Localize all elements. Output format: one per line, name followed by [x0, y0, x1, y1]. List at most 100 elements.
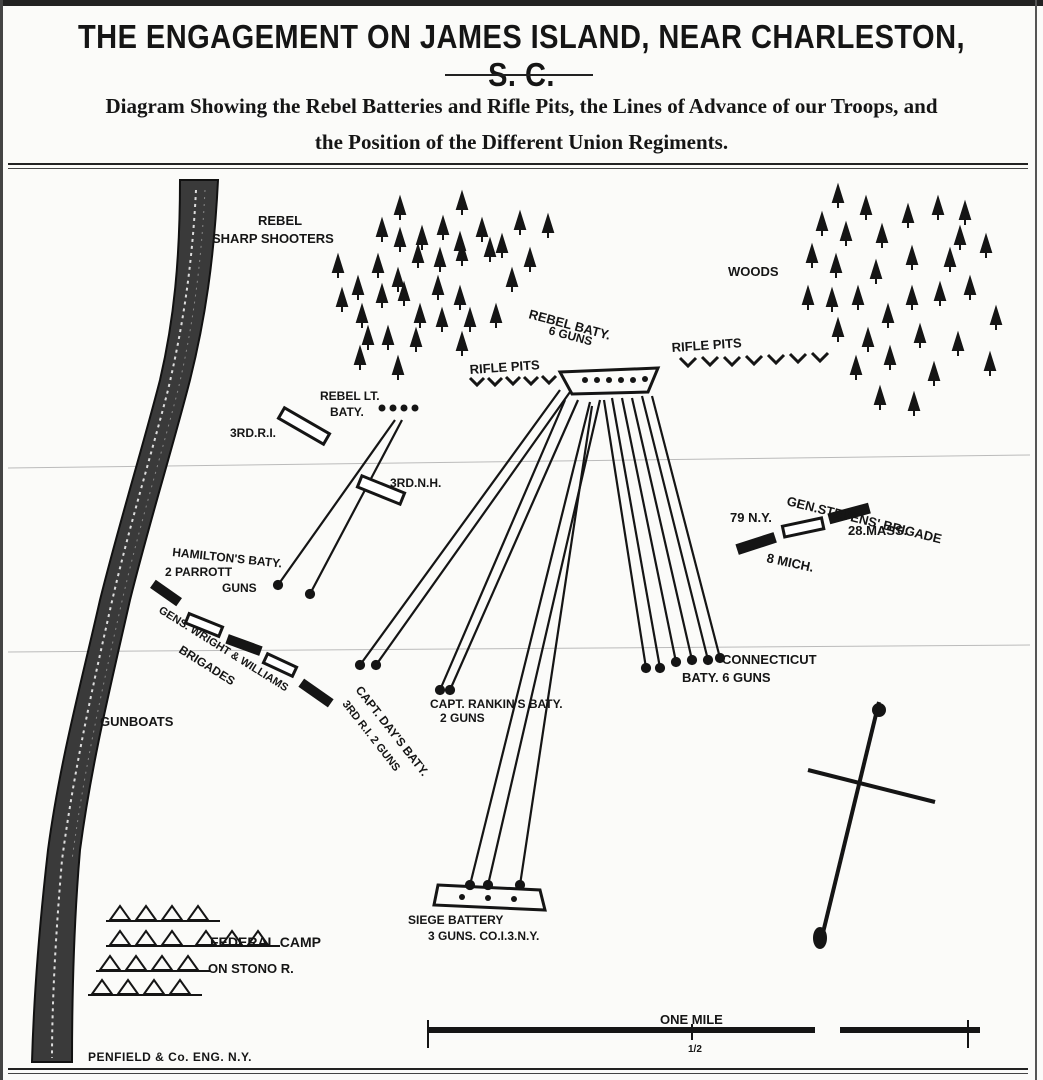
tree-symbol [805, 242, 819, 268]
tree-symbol [933, 280, 947, 306]
label-28-mass: 28.MASS. [848, 523, 907, 538]
fold-line [7, 454, 1031, 469]
tree-symbol [415, 224, 429, 250]
tree-symbol [849, 354, 863, 380]
tree-symbol [901, 202, 915, 228]
tree-symbol [475, 216, 489, 242]
tree-symbol [907, 390, 921, 416]
advance-line [309, 419, 403, 595]
label-capt-rankins-baty: CAPT. RANKIN'S BATY. [430, 697, 563, 711]
advance-line [518, 405, 594, 886]
tree-symbol [513, 209, 527, 235]
tree-symbol [361, 324, 375, 350]
rifle-pits-right [678, 351, 830, 369]
label-rifle-pits-right: RIFLE PITS [671, 335, 742, 355]
footer-rule-thin [8, 1073, 1028, 1074]
subtitle-line-2: the Position of the Different Union Regi… [314, 130, 729, 154]
tent-icon [150, 954, 174, 971]
tent-icon [168, 978, 192, 995]
regiment-3rd-nh [355, 473, 407, 507]
gun-position-marker [434, 684, 446, 696]
tent-icon [160, 904, 184, 921]
tree-symbol [431, 274, 445, 300]
tree-symbol [523, 246, 537, 272]
tree-symbol [859, 194, 873, 220]
regiment-28-mass [827, 502, 871, 525]
tent-icon [116, 978, 140, 995]
tree-symbol [829, 252, 843, 278]
label-rifle-pits-left: RIFLE PITS [469, 357, 540, 377]
rebel-light-battery [378, 404, 419, 412]
tree-symbol [435, 306, 449, 332]
compass-rose [807, 701, 936, 949]
tree-symbol [983, 350, 997, 376]
tree-symbol [375, 216, 389, 242]
tent-icon [134, 929, 158, 946]
advance-line [640, 395, 710, 661]
tree-symbol [505, 266, 519, 292]
tree-symbol [801, 284, 815, 310]
tree-symbol [825, 286, 839, 312]
gun-position-marker [670, 656, 682, 668]
gun-position-marker [354, 659, 366, 671]
gun-position-marker [714, 652, 726, 664]
tree-symbol [873, 384, 887, 410]
label-79-ny: 79 N.Y. [730, 510, 772, 525]
label-gunboats: GUNBOATS [100, 714, 174, 729]
advance-line [438, 399, 567, 691]
footer-rule [8, 1068, 1028, 1070]
tree-symbol [839, 220, 853, 246]
label-capt-rankins-guns: 2 GUNS [440, 711, 485, 725]
tree-symbol [979, 232, 993, 258]
tent-icon [124, 954, 148, 971]
advance-line [620, 397, 678, 663]
tree-symbol [353, 344, 367, 370]
subtitle-line-1: Diagram Showing the Rebel Batteries and … [105, 94, 938, 118]
tree-symbol [905, 284, 919, 310]
advance-line [486, 399, 602, 886]
tree-symbol [393, 226, 407, 252]
tree-symbol [391, 266, 405, 292]
regiment-79-ny [735, 532, 777, 555]
tree-symbol [881, 302, 895, 328]
tree-symbol [927, 360, 941, 386]
advance-line [448, 399, 580, 691]
tent-icon [186, 904, 210, 921]
label-hamiltons-parrott: 2 PARROTT [165, 565, 233, 579]
tree-symbol [391, 354, 405, 380]
label-on-stono: ON STONO R. [208, 961, 294, 976]
right-border [1035, 0, 1037, 1080]
tree-symbol [413, 302, 427, 328]
tree-symbol [455, 330, 469, 356]
tent-icon [134, 904, 158, 921]
top-border [0, 0, 1043, 6]
tree-symbol [958, 199, 972, 225]
tree-symbol [331, 252, 345, 278]
label-woods: WOODS [728, 264, 779, 279]
tree-symbol [371, 252, 385, 278]
regiment-3rd-ri [276, 405, 332, 447]
tree-symbol [953, 224, 967, 250]
tree-symbol [335, 286, 349, 312]
label-connecticut-baty: BATY. 6 GUNS [682, 670, 771, 685]
advance-line [375, 391, 571, 666]
label-one-mile: ONE MILE [660, 1012, 723, 1027]
label-3rd-nh: 3RD.N.H. [390, 476, 441, 490]
left-border [0, 0, 3, 1080]
gun-position-marker [272, 579, 284, 591]
header-rule-thin [8, 168, 1028, 169]
tree-symbol [355, 302, 369, 328]
tent-icon [176, 954, 200, 971]
tree-symbol [436, 214, 450, 240]
tree-symbol [831, 316, 845, 342]
rebel-battery [557, 366, 661, 396]
tree-symbol [861, 326, 875, 352]
advance-line [650, 395, 722, 659]
tree-symbol [831, 182, 845, 208]
subtitle: Diagram Showing the Rebel Batteries and … [0, 88, 1043, 160]
tree-symbol [989, 304, 1003, 330]
tree-symbol [869, 258, 883, 284]
tree-symbol [393, 194, 407, 220]
tree-symbol [433, 246, 447, 272]
